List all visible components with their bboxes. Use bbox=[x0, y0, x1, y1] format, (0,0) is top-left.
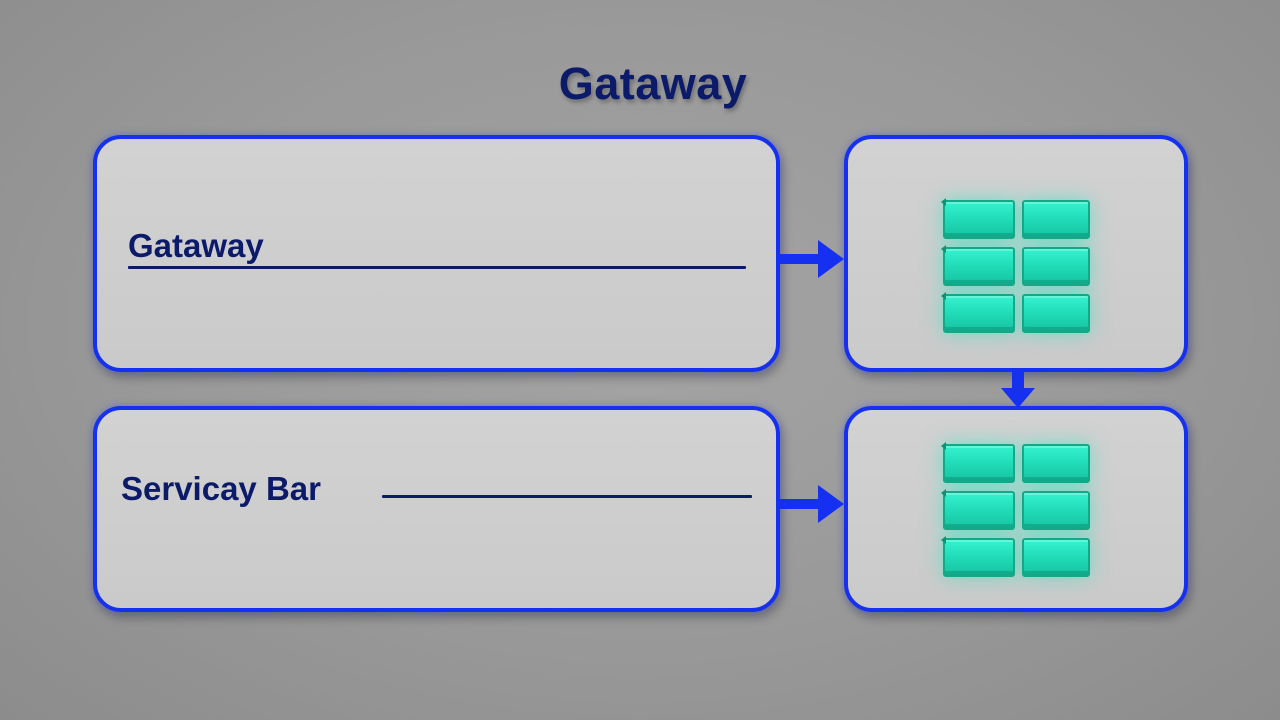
gateway-underline bbox=[128, 266, 746, 269]
server-block bbox=[1022, 294, 1090, 333]
server-block bbox=[1022, 200, 1090, 239]
server-block bbox=[1022, 444, 1090, 483]
server-block bbox=[941, 536, 1015, 577]
gateway-label: Gataway bbox=[128, 227, 264, 264]
server-rack-icon bbox=[941, 198, 1090, 333]
server-block bbox=[1022, 491, 1090, 530]
diagram-title: Gataway bbox=[558, 58, 748, 109]
arrow-right-icon bbox=[778, 240, 844, 278]
service-bar-panel bbox=[93, 406, 780, 612]
server-block bbox=[1022, 247, 1090, 286]
arrow-down-icon bbox=[1001, 370, 1035, 408]
arrow-right-icon bbox=[778, 485, 844, 523]
server-block bbox=[941, 198, 1015, 239]
bottom-server-panel bbox=[844, 406, 1188, 612]
service-bar-line bbox=[382, 495, 752, 498]
server-block bbox=[941, 489, 1015, 530]
server-rack-icon bbox=[941, 442, 1090, 577]
gateway-panel bbox=[93, 135, 780, 372]
server-block bbox=[941, 292, 1015, 333]
server-block bbox=[1022, 538, 1090, 577]
server-block bbox=[941, 442, 1015, 483]
server-block bbox=[941, 245, 1015, 286]
service-bar-label: Servicay Bar bbox=[121, 470, 321, 507]
top-server-panel bbox=[844, 135, 1188, 372]
